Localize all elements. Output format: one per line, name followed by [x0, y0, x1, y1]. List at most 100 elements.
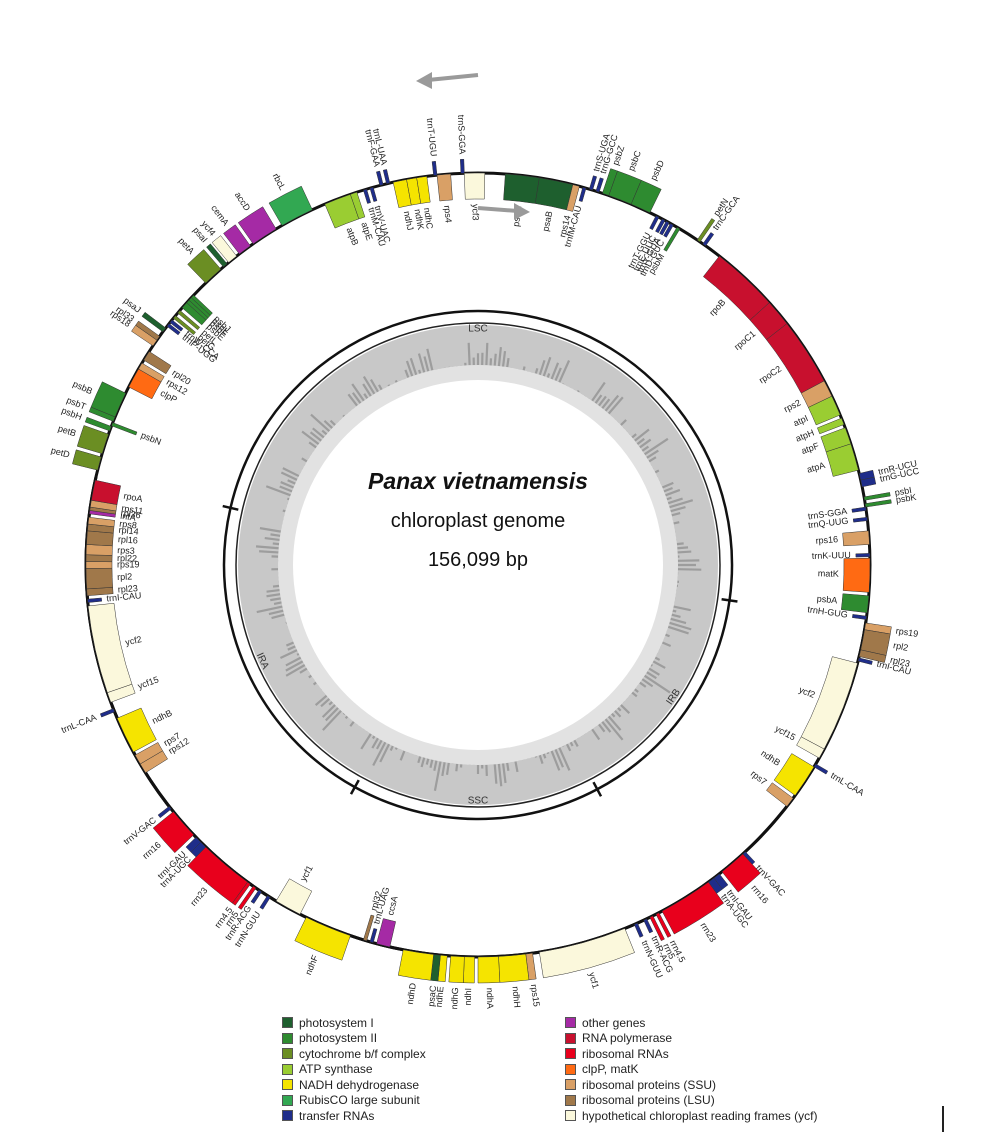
legend-swatch	[282, 1110, 293, 1122]
gene-label: psbN	[140, 430, 163, 447]
gene-block-trnv-uac	[369, 186, 378, 202]
region-boundary-tick	[721, 597, 738, 603]
legend-item: ATP synthase	[282, 1062, 426, 1078]
gene-block-ndhb	[773, 753, 815, 796]
gene-block-trng-ucc	[860, 476, 877, 488]
gene-block-trni-cau	[857, 657, 873, 665]
gene-block-trnfm-cau	[578, 186, 587, 202]
gene-label: rrn23	[698, 921, 718, 944]
gene-label: rbcL	[271, 172, 288, 192]
gene-label: atpA	[806, 460, 827, 475]
region-boundary-tick	[349, 779, 360, 795]
gene-block-petb	[76, 425, 109, 454]
legend-label: transfer RNAs	[299, 1108, 375, 1123]
gene-label: trnQ-UUG	[808, 516, 849, 531]
gene-label: atpI	[792, 413, 810, 428]
gene-block-ycf3	[464, 172, 486, 200]
gene-label: rpoB	[707, 297, 727, 318]
legend-swatch	[565, 1032, 576, 1044]
gene-block-psaj	[141, 311, 167, 333]
gene-block-ndhg	[448, 955, 465, 984]
gene-block-trnv-gac	[157, 805, 172, 819]
gene-block-atpe	[350, 191, 366, 220]
gene-label: petA	[176, 236, 196, 256]
gene-block-trnl-caa	[99, 708, 115, 718]
gene-block-trnm-cau	[363, 188, 371, 204]
gene-label: rps16	[815, 534, 838, 546]
legend-item: other genes	[565, 1015, 817, 1031]
legend-swatch	[565, 1063, 576, 1075]
legend-swatch	[565, 1048, 576, 1060]
legend-item: hypothetical chloroplast reading frames …	[565, 1108, 817, 1124]
gene-block-petd	[72, 449, 102, 471]
region-boundary-tick	[592, 781, 603, 797]
gene-block-rpl2	[85, 567, 113, 590]
gene-label: psbC	[626, 149, 643, 173]
gene-layer: psaApsaBrps14trnfM-CAUtrnS-UGAtrnG-GCCps…	[50, 115, 921, 1010]
gene-block-trni-gau	[185, 836, 202, 853]
gene-block-trnk-uuu	[855, 553, 871, 558]
gene-label: ndhF	[303, 953, 320, 976]
gene-block-psbj	[190, 294, 213, 316]
gene-label: trnL-CAA	[829, 770, 866, 798]
gene-block-trni-cau	[87, 597, 103, 603]
gene-block-rrn16	[721, 853, 761, 893]
gene-block-ycf1	[275, 878, 313, 915]
gene-block-trnf-gaa	[376, 170, 384, 186]
region-arc-lsc	[229, 309, 734, 601]
gene-block-atph	[817, 417, 845, 435]
legend-label: hypothetical chloroplast reading frames …	[582, 1108, 818, 1123]
gene-block-rps14	[566, 184, 580, 212]
gene-block-rpl33	[135, 320, 161, 341]
gene-block-psbb	[90, 381, 127, 418]
gene-label: rpl36	[120, 508, 141, 521]
legend-swatch	[282, 1063, 293, 1075]
gene-block-matk	[842, 557, 871, 593]
gene-label: rpl2	[892, 640, 909, 653]
gene-block-psai	[206, 243, 228, 268]
chloroplast-genome-map: psaApsaBrps14trnfM-CAUtrnS-UGAtrnG-GCCps…	[50, 72, 921, 1010]
region-label-lsc: LSC	[468, 324, 487, 335]
gene-block-ndhc	[416, 176, 431, 204]
gene-label: rps7	[749, 768, 769, 787]
gene-label: ycf2	[124, 634, 142, 647]
gene-block-petl	[177, 310, 201, 331]
gene-block-rpl20	[143, 351, 172, 375]
legend-label: cytochrome b/f complex	[299, 1046, 426, 1061]
legend-item: ribosomal proteins (LSU)	[565, 1093, 817, 1109]
gene-block-psbi	[863, 492, 891, 501]
gene-block-rps4	[436, 173, 453, 202]
legend-swatch	[565, 1110, 576, 1122]
region-boundary-tick	[222, 504, 239, 511]
gene-label: accD	[233, 190, 253, 213]
gene-label: infA	[120, 511, 137, 523]
gene-label: atpF	[800, 441, 821, 457]
gene-block-trnd-guc	[663, 223, 674, 238]
gene-label: rps15	[529, 984, 542, 1008]
legend-item: photosystem II	[282, 1031, 426, 1047]
legend-swatch	[282, 1048, 293, 1060]
legend-item: transfer RNAs	[282, 1108, 426, 1124]
legend-label: RubisCO large subunit	[299, 1093, 420, 1108]
gene-block-rpoa	[91, 479, 121, 505]
gene-block-ccsa	[376, 918, 396, 948]
legend-label: RNA polymerase	[582, 1031, 673, 1046]
gene-block-trns-gga	[460, 158, 465, 174]
gene-label: rps2	[782, 397, 802, 414]
gene-block-trnr-acg	[250, 889, 262, 904]
gene-label: rpl23	[117, 583, 138, 594]
gene-block-rps8	[87, 516, 116, 528]
gene-label: petD	[50, 445, 71, 460]
gene-block-trnp-ugg	[166, 323, 181, 336]
gene-block-ycf2	[87, 602, 133, 693]
gene-label: psaC	[426, 985, 438, 1007]
gene-label: ccsA	[385, 895, 399, 916]
gene-block-rrn4.5	[655, 912, 672, 938]
gene-label: rpl22	[117, 553, 137, 563]
gene-label: ndhH	[511, 986, 523, 1008]
legend-item: cytochrome b/f complex	[282, 1046, 426, 1062]
gene-block-rpl32	[363, 914, 375, 942]
gene-label: ndhG	[449, 987, 460, 1010]
legend-label: ribosomal proteins (LSU)	[582, 1093, 715, 1108]
